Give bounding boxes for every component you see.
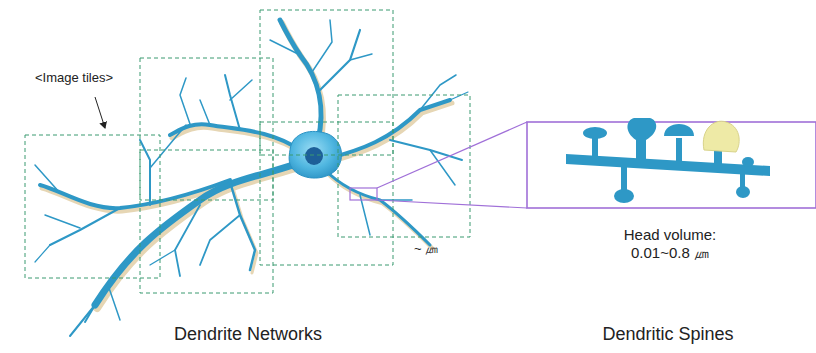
dendrite-tree	[35, 20, 468, 336]
tile-label: <Image tiles>	[35, 70, 113, 86]
spine-closeup	[566, 118, 770, 203]
pointer-arrow	[95, 97, 105, 128]
head-volume-note: Head volume: 0.01~0.8 ㎛	[608, 226, 733, 262]
dendrite-shadow	[42, 23, 452, 308]
scale-label: ~ ㎛	[414, 241, 438, 257]
nucleus	[305, 147, 323, 165]
zoom-callout	[350, 122, 816, 208]
image-tile	[25, 10, 470, 293]
section-caption: Dendritic Spines	[602, 324, 733, 346]
section-caption: Dendrite Networks	[174, 324, 322, 346]
